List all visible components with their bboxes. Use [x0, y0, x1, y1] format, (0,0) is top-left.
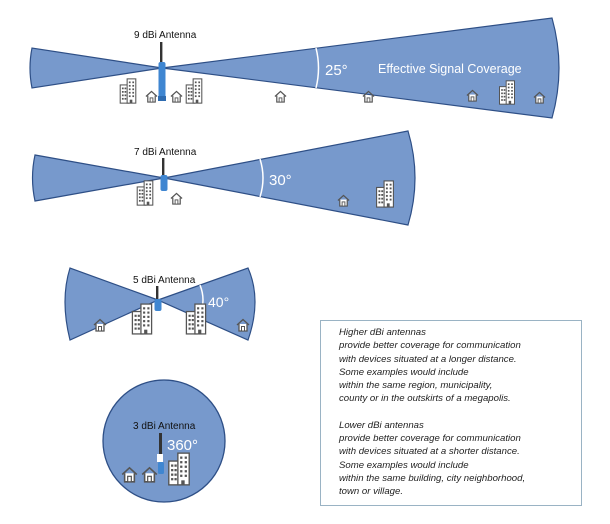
- info-box: Higher dBi antennas provide better cover…: [320, 320, 582, 506]
- antenna-icon-3dbi: [157, 433, 164, 474]
- info-higher-line: with devices situated at a longer distan…: [339, 353, 517, 365]
- beam-right-9dbi: [161, 17, 560, 119]
- antenna-icon-9dbi: [158, 42, 166, 101]
- info-higher-line: Higher dBi antennas: [339, 327, 426, 338]
- antenna-label-9dbi: 9 dBi Antenna: [134, 30, 197, 41]
- antenna-label-7dbi: 7 dBi Antenna: [134, 147, 197, 158]
- info-lower-line: Some examples would include: [339, 459, 469, 471]
- angle-arc-9dbi: [315, 47, 320, 89]
- info-lower-line: town or village.: [339, 486, 403, 498]
- antenna-7dbi-group: 30° 7 dBi Antenna: [31, 130, 416, 226]
- info-higher-line: provide better coverage for communicatio…: [339, 340, 521, 352]
- antenna-3dbi-group: 3 dBi Antenna 360°: [102, 379, 226, 503]
- info-lower: Lower dBi antennas provide better covera…: [339, 419, 581, 499]
- building-icon: [136, 180, 154, 206]
- antenna-label-5dbi: 5 dBi Antenna: [133, 275, 196, 286]
- info-lower-line: within the same building, city neighborh…: [339, 472, 526, 484]
- angle-label-3dbi: 360°: [167, 437, 198, 454]
- angle-arc-7dbi: [259, 158, 264, 198]
- beam-left-7dbi: [31, 154, 165, 202]
- info-lower-line: Lower dBi antennas: [339, 419, 424, 431]
- info-higher-line: county or in the outskirts of a megapoli…: [339, 393, 511, 405]
- building-icon: [119, 78, 137, 104]
- info-lower-line: provide better coverage for communicatio…: [339, 433, 521, 445]
- antenna-label-3dbi: 3 dBi Antenna: [133, 421, 196, 432]
- house-icon: [274, 90, 287, 103]
- coverage-label: Effective Signal Coverage: [378, 62, 522, 76]
- antenna-5dbi-group: 40° 5 dBi Antenna: [64, 267, 256, 341]
- beam-left-5dbi: [64, 267, 160, 341]
- antenna-9dbi-group: 25° Effective Signal Coverage 9 dBi Ante…: [29, 17, 560, 119]
- house-icon: [145, 90, 158, 103]
- beam-right-5dbi: [156, 267, 256, 341]
- house-icon: [170, 192, 183, 205]
- angle-label-7dbi: 30°: [269, 172, 292, 189]
- beam-left-9dbi: [29, 47, 163, 89]
- building-icon: [185, 78, 203, 104]
- antenna-icon-7dbi: [160, 158, 168, 191]
- info-higher-line: within the same region, municipality,: [339, 380, 493, 392]
- antenna-icon-5dbi: [154, 286, 162, 311]
- house-icon: [170, 90, 183, 103]
- info-higher: Higher dBi antennas provide better cover…: [339, 326, 581, 406]
- beam-right-7dbi: [163, 130, 416, 226]
- beam-omni-3dbi: [102, 379, 226, 503]
- info-higher-line: Some examples would include: [339, 366, 469, 378]
- angle-label-9dbi: 25°: [325, 62, 348, 79]
- angle-label-5dbi: 40°: [208, 294, 229, 310]
- info-lower-line: with devices situated at a shorter dista…: [339, 446, 520, 458]
